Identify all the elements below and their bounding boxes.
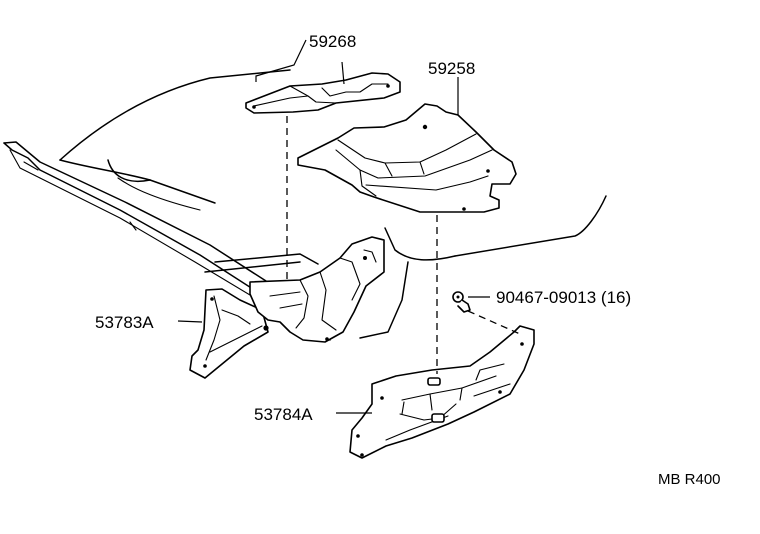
leader-lines	[177, 39, 490, 414]
panel-53784a	[349, 325, 535, 459]
alignment-lines	[286, 116, 521, 374]
panel-53783a	[189, 236, 385, 379]
clip-90467	[452, 291, 471, 313]
label-53784a: 53784A	[254, 405, 313, 424]
label-90467-09013: 90467-09013 (16)	[496, 288, 631, 307]
bracket-59268	[245, 72, 401, 114]
label-59268: 59268	[309, 32, 356, 51]
cover-59258	[297, 103, 517, 213]
label-53783a: 53783A	[95, 313, 154, 332]
vehicle-body-outline	[59, 69, 607, 339]
label-59258: 59258	[428, 59, 475, 78]
diagram-code: MB R400	[658, 471, 721, 488]
